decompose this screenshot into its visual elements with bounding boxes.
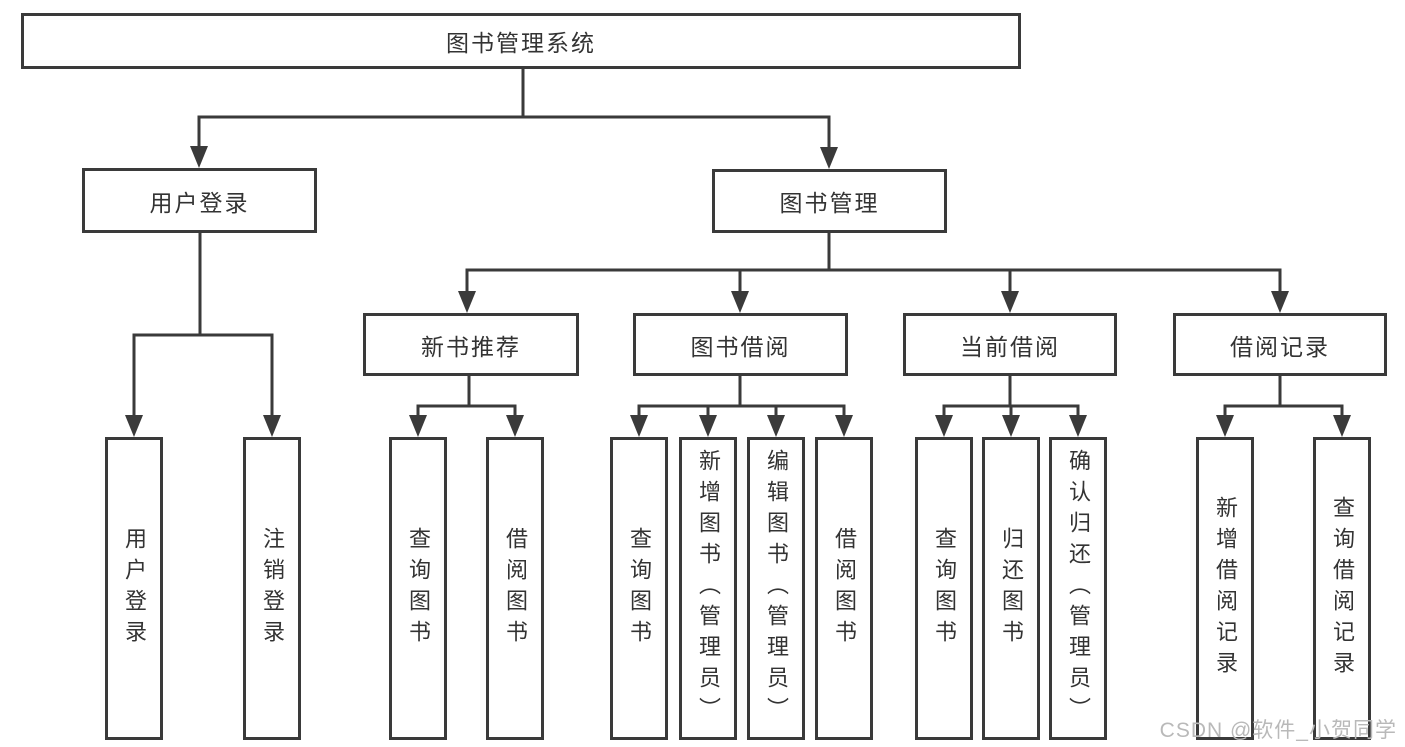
leaf-logout: 注销登录 [243, 437, 301, 740]
leaf-add-books-admin-label: 新增图书（管理员） [696, 449, 721, 728]
leaf-borrow-books-label: 借阅图书 [832, 526, 857, 651]
leaf-return-books-label: 归还图书 [999, 526, 1024, 651]
node-current-borrow: 当前借阅 [903, 313, 1117, 376]
leaf-add-books-admin: 新增图书（管理员） [679, 437, 737, 740]
connector-root-to-level2 [190, 67, 838, 169]
node-root-label: 图书管理系统 [446, 30, 596, 56]
leaf-return-books: 归还图书 [982, 437, 1040, 740]
connector-new-books-to-leaves [409, 374, 524, 437]
leaf-user-login-label: 用户登录 [122, 526, 147, 651]
leaf-user-login: 用户登录 [105, 437, 163, 740]
leaf-borrow-books-recommend-label: 借阅图书 [503, 526, 528, 651]
leaf-query-books-recommend-label: 查询图书 [406, 526, 431, 651]
node-new-book-recommend: 新书推荐 [363, 313, 579, 376]
connector-current-borrow-to-leaves [935, 374, 1087, 437]
leaf-query-books-borrow-label: 查询图书 [627, 526, 652, 651]
node-book-borrow-label: 图书借阅 [690, 333, 791, 360]
node-book-borrow: 图书借阅 [633, 313, 848, 376]
node-root-system: 图书管理系统 [21, 13, 1021, 69]
leaf-logout-label: 注销登录 [260, 526, 285, 651]
leaf-edit-books-admin: 编辑图书（管理员） [747, 437, 805, 740]
node-book-management-label: 图书管理 [779, 190, 880, 216]
leaf-query-books-borrow: 查询图书 [610, 437, 668, 740]
node-user-login-label: 用户登录 [149, 189, 250, 216]
connector-book-mgmt-to-level3 [458, 231, 1289, 313]
leaf-query-books-current: 查询图书 [915, 437, 973, 740]
leaf-add-borrow-record: 新增借阅记录 [1196, 437, 1254, 740]
node-borrow-records: 借阅记录 [1173, 313, 1387, 376]
node-current-borrow-label: 当前借阅 [960, 333, 1060, 360]
leaf-query-books-current-label: 查询图书 [932, 526, 957, 651]
node-borrow-records-label: 借阅记录 [1230, 333, 1330, 360]
leaf-confirm-return-admin-label: 确认归还（管理员） [1066, 449, 1091, 728]
leaf-edit-books-admin-label: 编辑图书（管理员） [764, 449, 789, 728]
connector-user-login-to-leaves [125, 231, 281, 437]
leaf-borrow-books: 借阅图书 [815, 437, 873, 740]
leaf-borrow-books-recommend: 借阅图书 [486, 437, 544, 740]
csdn-watermark: CSDN @软件_小贺同学 [1159, 719, 1397, 742]
leaf-add-borrow-record-label: 新增借阅记录 [1213, 495, 1238, 682]
node-book-management: 图书管理 [712, 169, 947, 233]
leaf-query-borrow-record: 查询借阅记录 [1313, 437, 1371, 740]
leaf-confirm-return-admin: 确认归还（管理员） [1049, 437, 1107, 740]
leaf-query-books-recommend: 查询图书 [389, 437, 447, 740]
node-new-book-recommend-label: 新书推荐 [421, 333, 521, 360]
node-user-login: 用户登录 [82, 168, 317, 233]
leaf-query-borrow-record-label: 查询借阅记录 [1330, 495, 1355, 682]
connector-borrow-records-to-leaves [1216, 374, 1351, 437]
connector-book-borrow-to-leaves [630, 374, 853, 437]
